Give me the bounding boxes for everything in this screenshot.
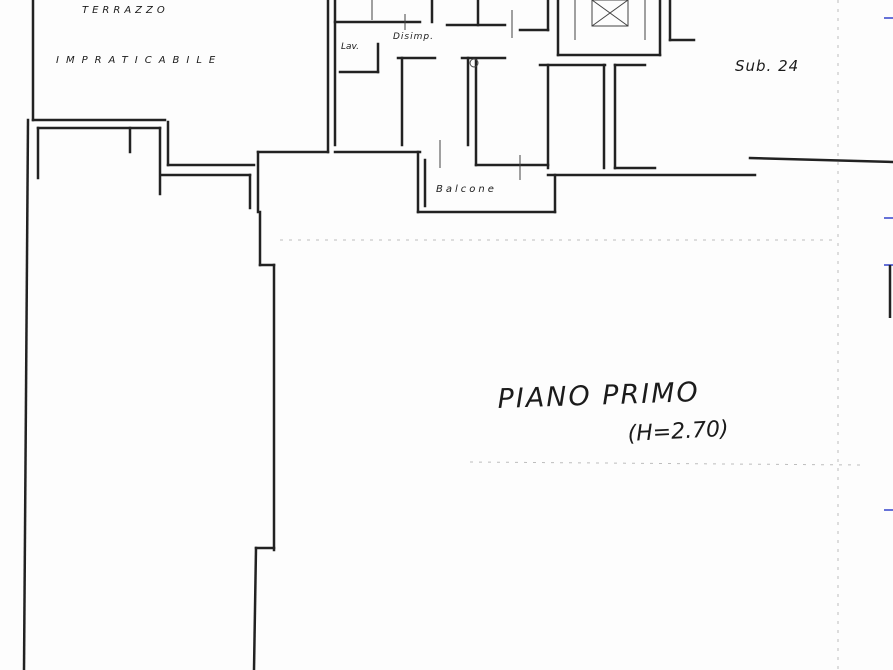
line-sub-boundary	[748, 156, 893, 164]
label-terrazzo: TERRAZZO	[82, 5, 169, 16]
label-impraticabile: IMPRATICABILE	[56, 55, 223, 66]
label-disimpegno: Disimp.	[393, 32, 434, 42]
label-lavanderia: Lav.	[341, 42, 359, 52]
label-sub: Sub. 24	[735, 57, 800, 75]
stair-diag-b	[591, 0, 629, 27]
stair-box	[591, 0, 629, 27]
column-node	[469, 58, 479, 68]
label-balcone: Balcone	[436, 184, 497, 195]
guide-horizontal	[469, 461, 861, 466]
wall-middle-bottom	[252, 546, 258, 670]
wall-left-long	[22, 118, 30, 670]
label-height: (H=2.70)	[627, 416, 730, 447]
